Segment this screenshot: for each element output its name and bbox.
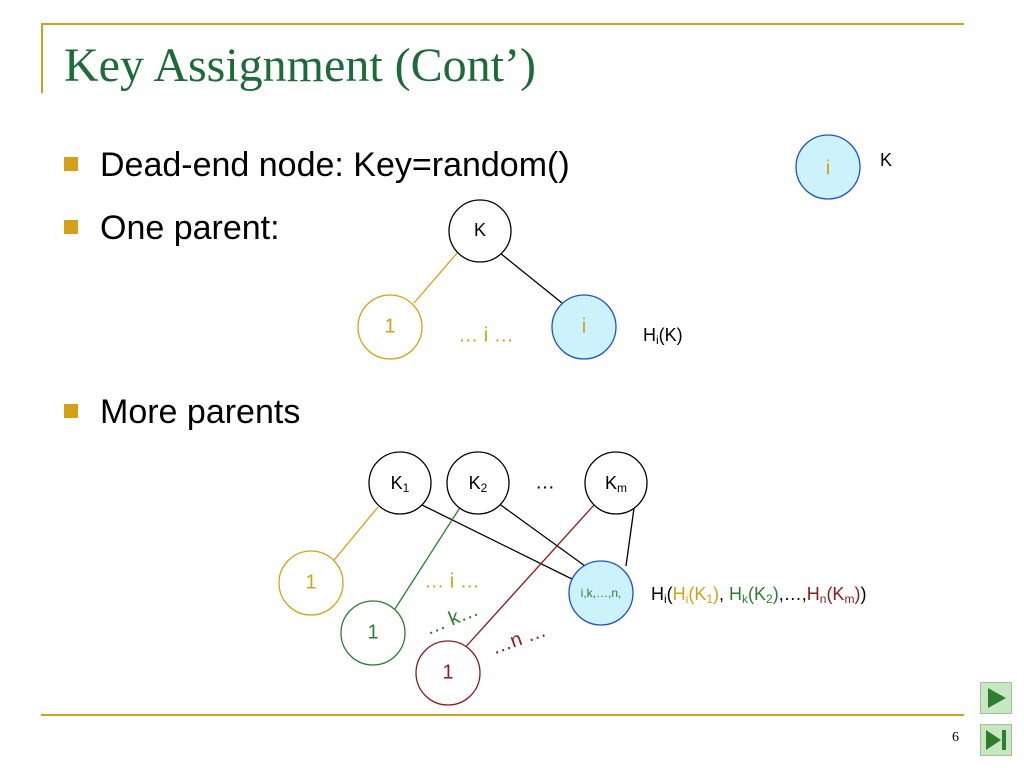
frame-top-line bbox=[41, 23, 964, 25]
edge-km-child3 bbox=[461, 504, 595, 652]
child-node-1-label: 1 bbox=[384, 315, 395, 337]
one-parent-diagram: K 1 i … i … Hi(K) bbox=[357, 199, 683, 360]
bullet-square-icon bbox=[64, 404, 78, 419]
one-parent-hash-label: Hi(K) bbox=[643, 325, 683, 347]
ellipsis-n: …n … bbox=[488, 619, 549, 659]
edge-k2-child2 bbox=[392, 505, 462, 613]
more-parents-formula: Hi(Hi(K1), Hk(K2),…,Hn(Km)) bbox=[651, 584, 866, 606]
dead-end-node-label: i bbox=[826, 157, 830, 179]
edge-km-target bbox=[625, 500, 636, 567]
bullet-text: One parent: bbox=[100, 209, 280, 247]
bullet-dead-end: Dead-end node: Key=random() bbox=[64, 146, 570, 185]
edge-k1-child1 bbox=[329, 506, 379, 566]
ellipsis-i: … i … bbox=[424, 570, 480, 592]
bullet-square-icon bbox=[64, 220, 78, 235]
edge-k1-target bbox=[417, 502, 575, 581]
child-node-1 bbox=[357, 294, 423, 360]
parent-node-km bbox=[584, 451, 648, 515]
edge-parent-child1 bbox=[413, 251, 459, 304]
bullet-square-icon bbox=[64, 157, 78, 172]
child-node-1-red-label: 1 bbox=[442, 661, 453, 683]
play-arrow-icon bbox=[988, 688, 1006, 708]
target-node-label: i,k,…,n, bbox=[581, 586, 622, 600]
child-node-1-red bbox=[415, 640, 481, 706]
dead-end-diagram: i K bbox=[795, 134, 892, 200]
parent-node-km-label: Km bbox=[605, 473, 627, 495]
one-parent-ellipsis: … i … bbox=[458, 324, 514, 346]
dead-end-key-label: K bbox=[880, 150, 892, 170]
page-number: 6 bbox=[952, 730, 959, 745]
more-parents-diagram: K1 K2 … Km 1 1 1 i,k,…,n, … i … … k… …n … bbox=[278, 451, 866, 706]
edge-k2-target bbox=[497, 502, 586, 567]
parent-node-k2 bbox=[446, 451, 510, 515]
last-slide-button[interactable] bbox=[980, 724, 1012, 756]
bullet-one-parent: One parent: bbox=[64, 209, 280, 248]
child-node-i-label: i bbox=[582, 315, 586, 337]
target-node bbox=[568, 560, 634, 626]
child-node-1-gold-label: 1 bbox=[305, 571, 316, 593]
parents-ellipsis: … bbox=[535, 471, 555, 493]
bullet-text: Dead-end node: Key=random() bbox=[100, 146, 570, 184]
ellipsis-k: … k… bbox=[422, 599, 482, 640]
parent-node-k1-label: K1 bbox=[391, 473, 410, 495]
next-slide-button[interactable] bbox=[980, 682, 1012, 714]
slide-title: Key Assignment (Cont’) bbox=[64, 39, 536, 92]
bullet-more-parents: More parents bbox=[64, 393, 300, 432]
edge-parent-child-i bbox=[499, 252, 563, 304]
bullet-text: More parents bbox=[100, 393, 301, 431]
parent-node-k1 bbox=[368, 451, 432, 515]
parent-node-k2-label: K2 bbox=[469, 473, 488, 495]
child-node-1-green bbox=[340, 600, 406, 666]
child-node-1-green-label: 1 bbox=[367, 621, 378, 643]
parent-node-label: K bbox=[474, 220, 486, 240]
parent-node-k bbox=[448, 199, 512, 263]
child-node-i bbox=[551, 294, 617, 360]
frame-bottom-line bbox=[41, 714, 964, 716]
dead-end-node bbox=[795, 134, 861, 200]
child-node-1-gold bbox=[278, 550, 344, 616]
skip-end-icon bbox=[986, 730, 1006, 750]
frame-left-line bbox=[41, 23, 43, 93]
